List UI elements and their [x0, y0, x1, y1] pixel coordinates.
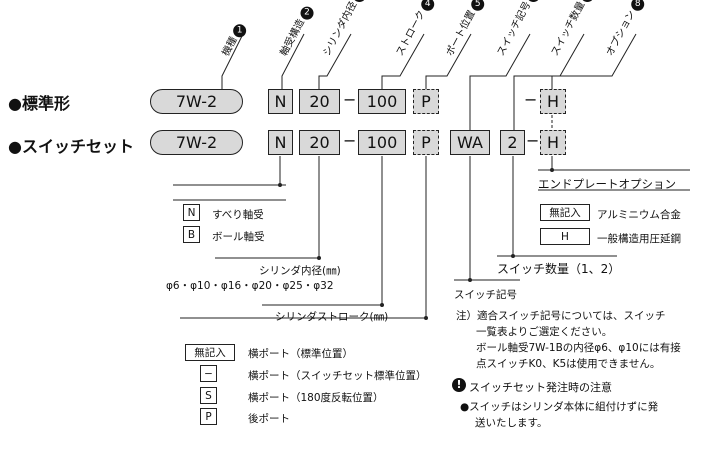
port-code: − — [200, 365, 217, 382]
switch-note-line: 注）適合スイッチ記号については、スイッチ — [456, 310, 666, 322]
port-desc: 横ポート（スイッチセット標準位置） — [248, 370, 427, 382]
separator-dash: − — [524, 90, 538, 109]
stroke-box: 100 — [358, 130, 406, 155]
option-desc: アルミニウム合金 — [597, 209, 681, 221]
switch-code-title: スイッチ記号 — [454, 289, 517, 301]
separator-dash: − — [343, 131, 357, 150]
port-code: 無記入 — [185, 344, 235, 361]
option-title: エンドプレートオプション — [538, 177, 676, 191]
option-desc: 一般構造用圧延鋼 — [597, 233, 681, 245]
port-desc: 横ポート（標準位置） — [248, 348, 353, 360]
option-code: H — [540, 228, 590, 245]
bore-box: 20 — [299, 130, 340, 155]
switch-note-line: 点スイッチK0、K5は使用できません。 — [476, 358, 661, 370]
row-label-switch-set: ●スイッチセット — [8, 137, 134, 156]
bore-title: シリンダ内径(㎜) — [259, 265, 341, 277]
switch-qty-title: スイッチ数量（1、2） — [497, 262, 621, 276]
stroke-box: 100 — [358, 89, 406, 114]
row-label-standard: ●標準形 — [8, 94, 70, 113]
option-code: 無記入 — [540, 204, 590, 221]
bore-box: 20 — [299, 89, 340, 114]
caution-icon: ! — [452, 378, 466, 392]
switch-note-line: ボール軸受7W-1Bの内径φ6、φ10には有接 — [476, 342, 681, 354]
port-box: P — [413, 130, 439, 155]
bearing-desc: すべり軸受 — [212, 209, 264, 221]
model-pill: 7W-2 — [150, 130, 243, 155]
option-box: H — [540, 130, 566, 155]
port-desc: 後ポート — [248, 413, 290, 425]
bore-values: φ6・φ10・φ16・φ20・φ25・φ32 — [166, 280, 334, 292]
switch-qty-box: 2 — [500, 130, 525, 155]
port-box: P — [413, 89, 439, 114]
separator-dash: − — [526, 131, 540, 150]
port-desc: 横ポート（180度反転位置） — [248, 392, 384, 404]
stroke-title: シリンダストローク(㎜) — [275, 311, 389, 323]
bearing-box: N — [268, 130, 293, 155]
option-box: H — [540, 89, 566, 114]
bearing-code: N — [183, 204, 200, 221]
caution-title: スイッチセット発注時の注意 — [469, 381, 612, 394]
separator-dash: − — [343, 90, 357, 109]
switch-note-line: 一覧表よりご選定ください。 — [476, 326, 613, 338]
bearing-desc: ボール軸受 — [212, 231, 265, 243]
model-pill: 7W-2 — [150, 89, 243, 114]
caution-line: 送いたします。 — [475, 417, 548, 429]
port-code: S — [200, 387, 217, 404]
port-code: P — [200, 408, 217, 425]
switch-code-box: WA — [450, 130, 490, 155]
bearing-box: N — [268, 89, 293, 114]
bearing-code: B — [183, 226, 200, 243]
caution-line: ●スイッチはシリンダ本体に組付けずに発 — [460, 401, 659, 413]
